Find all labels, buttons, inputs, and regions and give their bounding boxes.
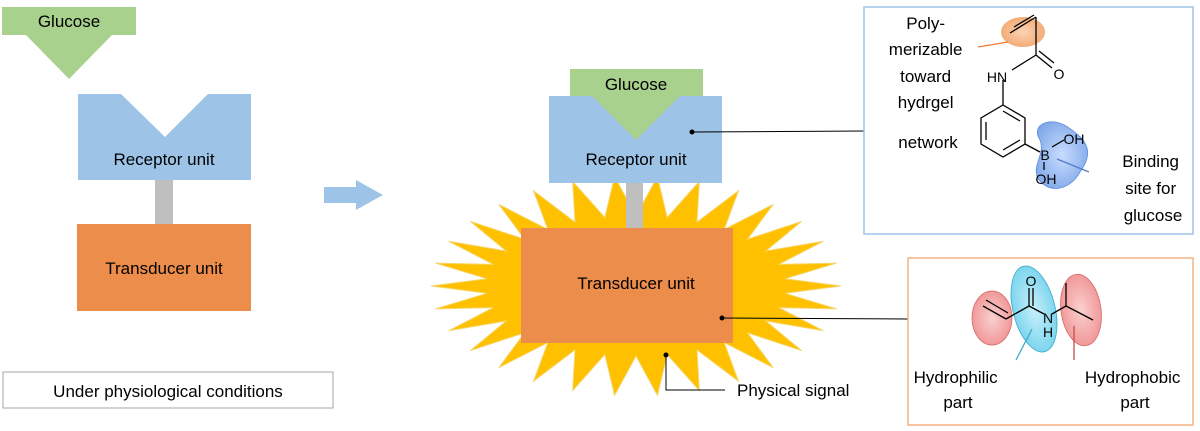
polymerizable-pointer bbox=[977, 41, 1009, 48]
atom-o: O bbox=[1026, 273, 1037, 289]
atom-oh-top: OH bbox=[1064, 131, 1085, 147]
atom-o: O bbox=[1054, 66, 1065, 82]
atom-n: N bbox=[1043, 310, 1053, 326]
atom-oh-bottom: OH bbox=[1036, 171, 1057, 187]
hydrophilic-label: Hydrophilic part bbox=[914, 368, 1003, 412]
transducer-unit-label: Transducer unit bbox=[577, 274, 695, 293]
receptor-leader-line bbox=[691, 130, 865, 133]
atom-b: B bbox=[1040, 147, 1049, 163]
transducer-unit-shape bbox=[77, 224, 251, 311]
hydrophilic-pointer bbox=[1015, 328, 1033, 361]
atom-h: H bbox=[1043, 324, 1053, 340]
receptor-unit-shape bbox=[78, 94, 251, 180]
receptor-unit-label: Receptor unit bbox=[585, 150, 686, 169]
transducer-unit-label: Transducer unit bbox=[105, 259, 223, 278]
binding-site-label: Binding site for glucose bbox=[1122, 152, 1183, 225]
left-panel: Glucose Receptor unit Transducer unit Un… bbox=[2, 7, 334, 409]
transducer-unit-shape bbox=[521, 228, 733, 343]
linker-bar bbox=[626, 183, 643, 228]
glucose-label: Glucose bbox=[605, 75, 667, 94]
glucose-wedge bbox=[592, 96, 680, 140]
glucose-shape bbox=[570, 69, 703, 96]
receptor-unit-label: Receptor unit bbox=[113, 150, 214, 169]
transducer-leader-line bbox=[721, 317, 909, 320]
condition-label: Under physiological conditions bbox=[53, 382, 283, 401]
transition-arrow-icon bbox=[324, 180, 383, 210]
transducer-molecule-callout: O N H Hydrophilic part Hydrophobic part bbox=[907, 257, 1194, 426]
binding-site-pointer bbox=[1056, 158, 1090, 173]
vinyl-hydrophobic-highlight bbox=[971, 290, 1013, 346]
atom-hn: HN bbox=[987, 69, 1007, 85]
linker-bar bbox=[155, 180, 173, 225]
hydrophobic-highlight bbox=[1060, 273, 1102, 347]
hydrophobic-label: Hydrophobic part bbox=[1085, 368, 1185, 412]
right-panel: Glucose Receptor unit Transducer unit Ph… bbox=[430, 69, 909, 400]
nipam-structure bbox=[982, 283, 1094, 321]
glucose-label: Glucose bbox=[38, 12, 100, 31]
condition-box bbox=[2, 371, 334, 409]
physical-signal-label: Physical signal bbox=[737, 381, 849, 400]
glucose-shape bbox=[2, 7, 136, 79]
signal-leader-line bbox=[665, 355, 725, 391]
phenylboronic-acrylamide-structure bbox=[980, 14, 1065, 170]
binding-site-highlight bbox=[1035, 121, 1089, 189]
polymerizable-label: Poly- merizable toward hydrgel network bbox=[889, 14, 967, 152]
receptor-molecule-callout: Poly- merizable toward hydrgel network bbox=[863, 6, 1194, 235]
polymerizable-highlight bbox=[1001, 17, 1045, 47]
